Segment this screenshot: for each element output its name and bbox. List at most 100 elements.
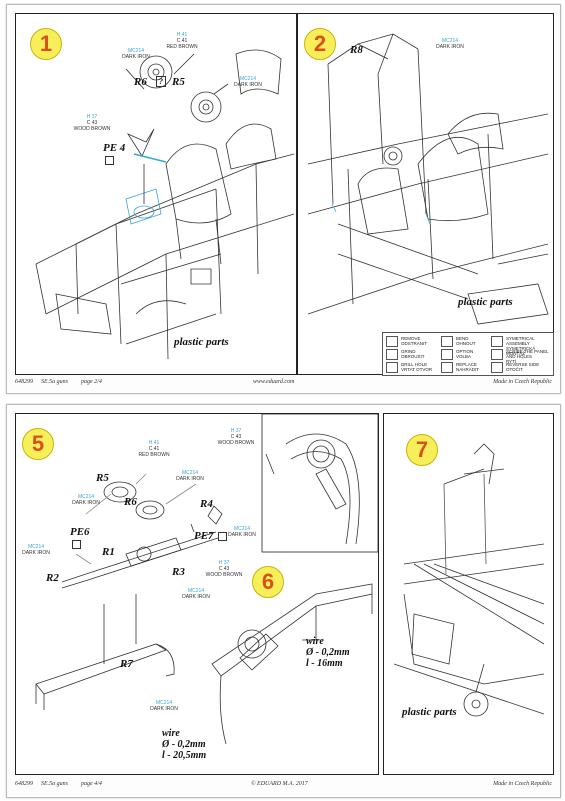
page-number: page 4/4 [81, 781, 102, 787]
step-1-badge: 1 [30, 28, 62, 60]
wire-title: wire [306, 636, 324, 647]
page-footer: 648299 SE.5a guns page 4/4 © EDUARD M.A.… [15, 781, 552, 791]
copyright-note: © EDUARD M.A. 2017 [251, 781, 308, 787]
legend-en: DRILL HOLE [401, 362, 428, 367]
paint-name: C 41 [148, 446, 160, 452]
plastic-parts-note: plastic parts [402, 706, 457, 718]
wire-diameter: Ø - 0,2mm [162, 739, 206, 750]
plastic-parts-note: plastic parts [458, 296, 513, 308]
part-r6-label: R6 [124, 496, 137, 508]
paint-code: H 37 [218, 560, 230, 566]
step-5-6-illustration [35, 414, 378, 745]
step-7-illustration [393, 443, 545, 717]
step-7-badge: 7 [406, 434, 438, 466]
wire-spec-step6: wire Ø - 0,2mm l - 16mm [306, 636, 350, 669]
legend-en: SCRIBE THE PANEL AND HOLES [506, 349, 549, 359]
paint-name: DARK IRON [234, 82, 262, 88]
reverse-side-icon [491, 362, 503, 373]
wire-diameter: Ø - 0,2mm [306, 647, 350, 658]
legend-en: BEND [456, 336, 469, 341]
legend-cz: ODSTRANIT [401, 341, 428, 346]
paint-name: DARK IRON [122, 54, 150, 60]
paint-code: MC214 [441, 38, 459, 44]
legend-en: SYMETRICAL ASSEMBLY [506, 336, 535, 346]
made-in-note: Made in Czech Republic [493, 379, 552, 385]
check-icon [105, 155, 114, 165]
legend-en: OPTION [456, 349, 474, 354]
part-pe4-label: PE 4 [103, 142, 125, 166]
website-url: www.eduard.com [253, 379, 295, 385]
legend-cz: NAHRADIT [456, 367, 480, 372]
step-6-badge: 6 [252, 566, 284, 598]
legend-en: GRIND [401, 349, 416, 354]
paint-name: DARK IRON [182, 594, 210, 600]
part-r2-label: R2 [46, 572, 59, 584]
paint-name: C 43 [230, 434, 242, 440]
step-5-badge: 5 [22, 428, 54, 460]
paint-code: MC214 [77, 494, 95, 500]
paint-name: RED BROWN [166, 44, 198, 50]
legend-cz: SYMETRICKÁ MONTÁŽ [506, 346, 536, 356]
page-number: page 2/4 [81, 379, 102, 385]
paint-name: DARK IRON [150, 706, 178, 712]
paint-name: WOOD BROWN [205, 572, 243, 578]
paint-code: MC214 [127, 48, 145, 54]
paint-name: DARK IRON [72, 500, 100, 506]
paint-code: MC214 [187, 588, 205, 594]
wire-spec-step5: wire Ø - 0,2mm l - 20,5mm [162, 728, 206, 761]
part-pe7-text: PE7 [194, 530, 214, 542]
part-pe7-label: PE7 [194, 530, 228, 542]
paint-code: MC214 [239, 76, 257, 82]
option-icon [441, 349, 453, 360]
legend-cz: OHNOUT [456, 341, 476, 346]
kit-code: 648299 [15, 379, 33, 385]
part-pe6-label: PE6 [70, 526, 90, 550]
kit-title: SE.5a guns [41, 781, 68, 787]
paint-code: H 41 [148, 440, 160, 446]
paint-name: C 43 [86, 120, 98, 126]
page-footer: 648299 SE.5a guns page 2/4 www.eduard.co… [15, 379, 552, 389]
scribe-icon [491, 349, 503, 360]
paint-code: H 37 [230, 428, 242, 434]
step-7-panel: 7 plastic parts [383, 413, 554, 775]
replace-icon [441, 362, 453, 373]
step-1-illustration [35, 49, 295, 360]
paint-code: MC214 [27, 544, 45, 550]
bend-icon [441, 336, 453, 347]
check-icon [72, 539, 81, 549]
paint-code: MC214 [233, 526, 251, 532]
made-in-note: Made in Czech Republic [493, 781, 552, 787]
part-r5-label: R5 [96, 472, 109, 484]
part-r7-label: R7 [120, 658, 133, 670]
kit-code: 648299 [15, 781, 33, 787]
legend-cz: VRTAT OTVOR [401, 367, 433, 372]
paint-name: DARK IRON [22, 550, 50, 556]
paint-name: WOOD BROWN [217, 440, 255, 446]
remove-icon [386, 336, 398, 347]
paint-code: MC214 [181, 470, 199, 476]
legend-en: REPLACE [456, 362, 478, 367]
kit-title: SE.5a guns [41, 379, 68, 385]
wire-length: l - 16mm [306, 658, 343, 669]
part-pe4-text: PE 4 [103, 142, 126, 154]
